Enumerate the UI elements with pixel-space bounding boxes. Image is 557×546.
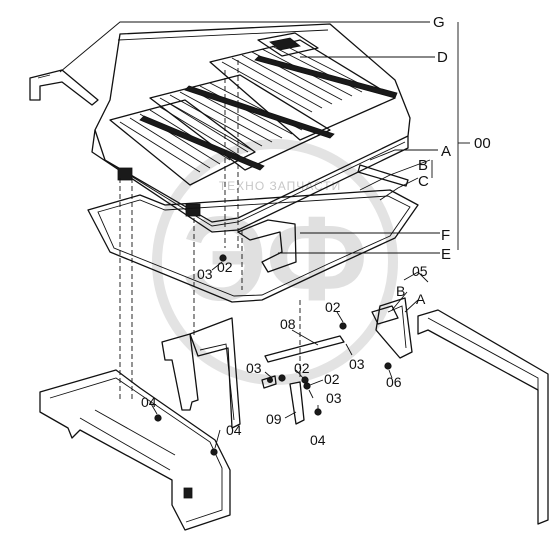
label-a-mid: A <box>416 291 426 307</box>
stay-e <box>237 164 409 273</box>
label-part-04-bottom: 04 <box>226 422 242 438</box>
plate-b <box>371 305 399 325</box>
label-d: D <box>437 49 448 66</box>
label-a-top: A <box>441 143 451 160</box>
watermark-text: ТЕХНО ЗАПЧАСТИ <box>219 179 341 193</box>
label-part-03-mid: 03 <box>246 360 262 376</box>
label-part-08: 08 <box>280 316 296 332</box>
label-part-02-center: 02 <box>325 299 341 315</box>
label-part-05: 05 <box>412 263 428 279</box>
label-part-04-center: 04 <box>310 432 326 448</box>
label-part-09: 09 <box>266 411 282 427</box>
label-e: E <box>441 246 451 263</box>
watermark-logo: ЭФ <box>182 192 368 326</box>
label-part-04-left: 04 <box>141 394 157 410</box>
label-b-top: B <box>418 157 428 174</box>
label-part-06: 06 <box>386 374 402 390</box>
label-part-03-left: 03 <box>197 266 213 282</box>
fasteners <box>154 254 392 456</box>
label-assembly-00: 00 <box>474 135 491 152</box>
label-c: C <box>418 173 429 190</box>
side-panel-right <box>417 309 549 525</box>
callout-labels: G D A 00 B C F E 05 B A 03 02 02 08 03 0… <box>141 14 491 448</box>
seal-gasket <box>87 189 419 303</box>
label-b-mid: B <box>396 283 405 299</box>
leader-lines <box>59 21 470 449</box>
label-part-03-right: 03 <box>326 390 342 406</box>
bracket-g <box>29 69 99 106</box>
label-g: G <box>433 14 445 31</box>
label-part-03-center: 03 <box>349 356 365 372</box>
mounting-stand <box>39 317 241 531</box>
watermark: ЭФ ТЕХНО ЗАПЧАСТИ <box>152 139 398 385</box>
label-part-02-left: 02 <box>217 259 233 275</box>
engine-hood <box>91 23 411 233</box>
label-f: F <box>441 227 450 244</box>
alignment-lines <box>119 60 301 400</box>
label-part-02-right: 02 <box>324 371 340 387</box>
label-part-02-mid: 02 <box>294 360 310 376</box>
